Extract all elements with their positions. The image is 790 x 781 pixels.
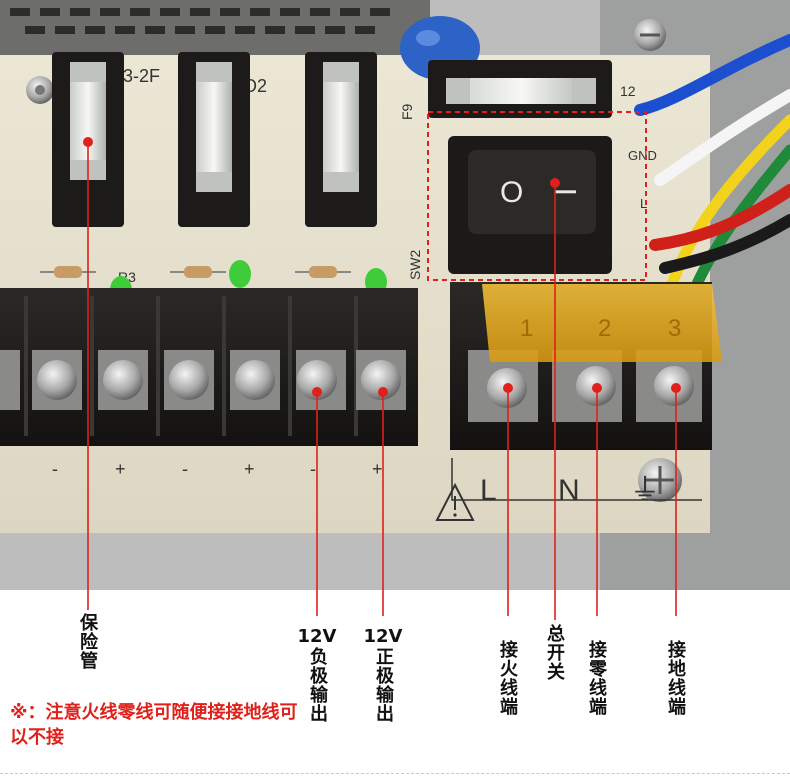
switch-highlight-box [427,111,647,281]
polarity-mark: + [372,459,383,479]
callout-lines [83,137,681,590]
perforated-panel [0,0,430,60]
switch-off-symbol: O [500,176,523,209]
neg-output-label: 12V 负极输出 [287,626,347,723]
live-terminal-label: 接火线端 [497,640,518,716]
polarity-mark: + [115,459,126,479]
terminal-letter-n: N [558,474,580,507]
pcb-label-12: 12 [620,83,636,99]
terminal-screw [0,350,406,410]
terminal-letter-l: L [480,474,497,507]
terminal-number: 3 [668,315,681,342]
pcb-label-gnd: GND [628,148,657,163]
fuse-holder [305,52,377,227]
wiring-note: ※：注意火线零线可随便接接地线可以不接 [10,702,298,748]
power-supply-board-photo: F3-2F CO2 F9 SW2 R3 GND L 12 [0,0,790,590]
pos-output-voltage: 12V [363,626,403,647]
pos-output-label: 12V 正极输出 [353,626,413,723]
neutral-terminal-label: 接零线端 [586,640,607,716]
main-fuse-holder [428,60,612,118]
polarity-mark: - [182,459,188,479]
polarity-mark: + [244,459,255,479]
input-wires [634,34,790,306]
warning-triangle-icon [435,482,475,521]
bottom-divider [0,773,790,775]
pcb-label-f3: F3-2F [112,66,160,86]
ground-terminal-label: 接地线端 [665,640,686,716]
pcb-label-l: L [640,196,647,211]
terminal-safety-cover: 1 2 3 [482,284,722,362]
fuse-label: 保险管 [77,613,98,670]
fuse-holder [178,52,250,227]
pcb-label-sw2: SW2 [407,249,423,280]
rocker-switch: O I [448,136,612,274]
main-switch-label: 总开关 [544,624,565,681]
terminal-letter-ground: ⏚ [630,474,660,507]
neg-output-voltage: 12V [297,626,337,647]
resistor [40,266,351,278]
output-terminal-block [0,288,418,446]
pos-output-text: 正极输出 [373,647,394,723]
polarity-mark: - [52,459,58,479]
mounting-screw [26,19,682,502]
terminal-number: 2 [598,315,611,342]
neg-output-text: 负极输出 [307,647,328,723]
terminal-number: 1 [520,315,533,342]
callout-line-extensions [87,590,677,620]
switch-on-symbol: I [550,188,583,196]
polarity-mark: - [310,459,316,479]
pcb-label-f9: F9 [399,103,415,120]
